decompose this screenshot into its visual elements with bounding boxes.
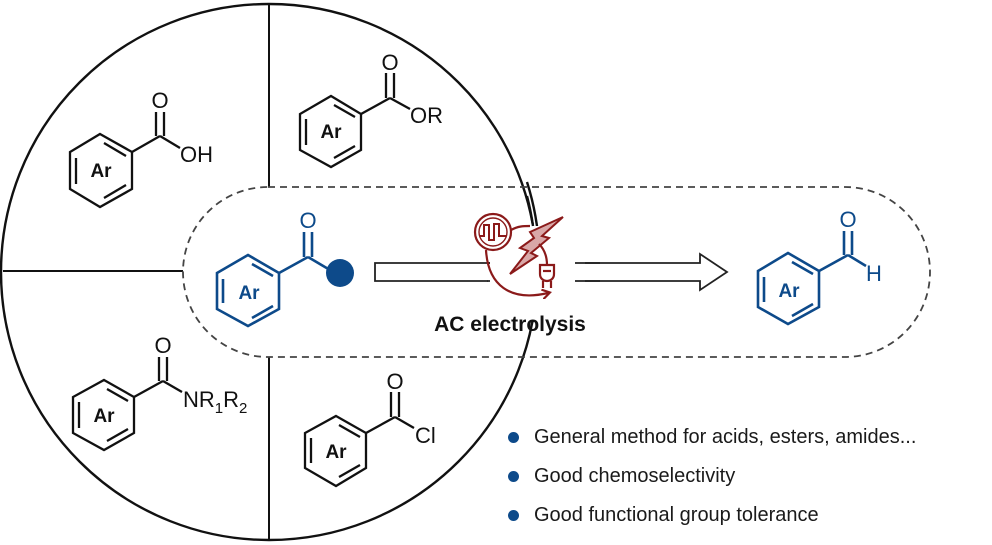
ring-label: Ar xyxy=(90,161,112,182)
bullet-icon xyxy=(508,471,519,482)
ring-label: Ar xyxy=(238,283,260,304)
carbonyl-oxygen: O xyxy=(151,88,168,113)
feature-text: Good chemoselectivity xyxy=(534,465,736,487)
carbonyl-oxygen: O xyxy=(299,208,316,233)
leaving-group-icon xyxy=(326,259,354,287)
bullet-icon xyxy=(508,510,519,521)
bullet-icon xyxy=(508,432,519,443)
ring-label: Ar xyxy=(778,281,800,302)
carbonyl-oxygen: O xyxy=(386,369,403,394)
feature-item: Good functional group tolerance xyxy=(508,504,819,527)
conditions-label: AC electrolysis xyxy=(434,313,586,336)
reaction-dashed-box xyxy=(182,186,931,358)
substrate-ester xyxy=(298,73,411,169)
ring-label: Ar xyxy=(325,442,347,463)
substrate-group-label: OR xyxy=(410,103,443,128)
ring-label: Ar xyxy=(320,122,342,143)
feature-item: Good chemoselectivity xyxy=(508,465,735,488)
substrate-carboxylic-acid xyxy=(68,112,181,209)
substrate-acid-chloride xyxy=(303,392,415,488)
cycle-arrow-icon xyxy=(484,224,548,295)
ac-square-wave-icon xyxy=(473,212,513,252)
carbonyl-oxygen: O xyxy=(381,50,398,75)
carbonyl-oxygen: O xyxy=(839,207,856,232)
feature-text: General method for acids, esters, amides… xyxy=(534,426,917,448)
feature-text: Good functional group tolerance xyxy=(534,504,819,526)
product-structure xyxy=(756,231,867,326)
product-group-label: H xyxy=(866,261,882,286)
substrate-group-label: Cl xyxy=(415,423,436,448)
reactant-structure xyxy=(215,232,331,328)
feature-item: General method for acids, esters, amides… xyxy=(508,426,916,449)
carbonyl-oxygen: O xyxy=(154,333,171,358)
substrate-group-label: NR1R2 xyxy=(183,387,247,417)
substrate-amide xyxy=(71,357,183,452)
ring-label: Ar xyxy=(93,406,115,427)
lightning-bolt-icon xyxy=(509,216,564,275)
substrate-group-label: OH xyxy=(180,142,213,167)
plug-icon xyxy=(538,243,556,288)
